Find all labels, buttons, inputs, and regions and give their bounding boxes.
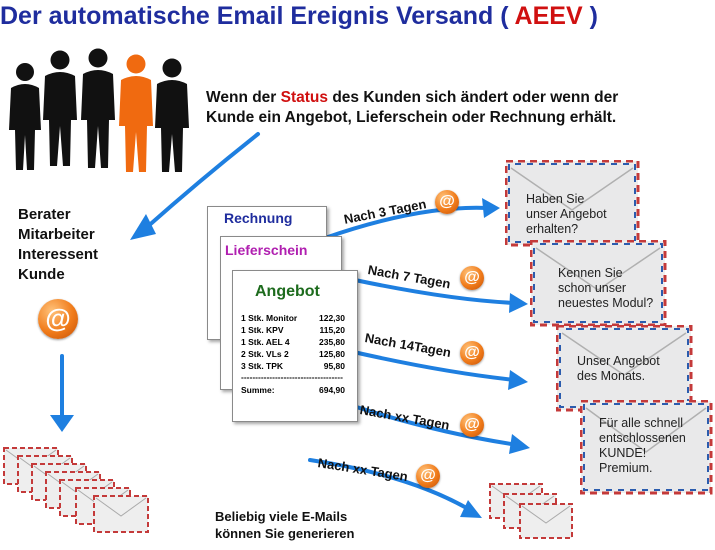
at-icon: @ [38,299,78,339]
at-icon: @ [460,266,484,290]
arrow-delay-2 [353,278,517,305]
title-accent: AEEV [514,2,583,30]
angebot-separator: ------------------------------------ [241,372,343,382]
arrow-delay-3 [343,348,517,382]
at-icon: @ [460,341,484,365]
email-stack-icon [489,483,573,539]
envelope-icon [530,240,667,327]
arrow-to-roles [144,132,260,230]
at-icon: @ [416,464,440,488]
intro-text: Wenn der Status des Kunden sich ändert o… [206,89,619,126]
roles-list: Berater Mitarbeiter Interessent Kunde [18,205,98,285]
role-interessent: Interessent [18,246,99,263]
email-stack-icon [3,447,149,533]
people-silhouettes-icon [9,48,189,172]
status-word: Status [280,89,329,106]
at-icon: @ [460,413,484,437]
arrow-delay-1 [323,205,490,240]
envelope-icon [505,160,640,247]
footer-text: Beliebig viele E-Mails können Sie generi… [215,509,355,541]
at-icon: @ [435,190,459,214]
role-kunde: Kunde [18,266,65,283]
page-title: Der automatische Email Ereignis Versand … [0,2,598,30]
envelope-icon [580,400,713,495]
role-mitarbeiter: Mitarbeiter [18,226,95,243]
role-berater: Berater [18,206,71,223]
arrow-delay-5 [308,458,472,512]
envelope-icon [556,325,693,412]
